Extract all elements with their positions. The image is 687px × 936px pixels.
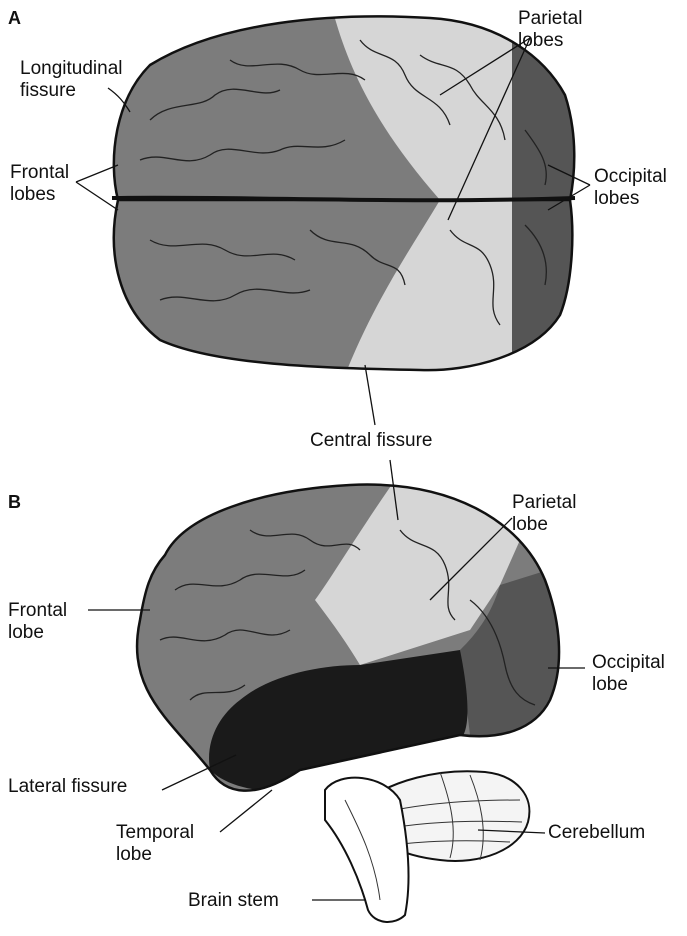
label-parietal-lobe: Parietal lobe bbox=[512, 492, 576, 536]
panel-a-letter: A bbox=[8, 8, 21, 29]
top-view-upper-hemisphere bbox=[100, 0, 582, 205]
label-temporal-lobe: Temporal lobe bbox=[116, 822, 194, 866]
label-brain-stem: Brain stem bbox=[188, 890, 279, 912]
leader-temporal-lobe bbox=[220, 790, 272, 832]
leader-central-fissure-top bbox=[365, 365, 375, 425]
leader-frontal-lobes-lower bbox=[76, 182, 118, 210]
label-lateral-fissure: Lateral fissure bbox=[8, 776, 127, 798]
label-central-fissure: Central fissure bbox=[310, 430, 433, 452]
label-frontal-lobe: Frontal lobe bbox=[8, 600, 67, 644]
panel-b-letter: B bbox=[8, 492, 21, 513]
label-frontal-lobes: Frontal lobes bbox=[10, 162, 69, 206]
label-occipital-lobe: Occipital lobe bbox=[592, 652, 665, 696]
leader-frontal-lobes-upper bbox=[76, 165, 118, 182]
label-cerebellum: Cerebellum bbox=[548, 822, 645, 844]
label-occipital-lobes: Occipital lobes bbox=[594, 166, 667, 210]
label-longitudinal-fissure: Longitudinal fissure bbox=[20, 58, 122, 102]
label-parietal-lobes: Parietal lobes bbox=[518, 8, 582, 52]
top-view-lower-hemisphere bbox=[100, 198, 582, 378]
side-view-cerebrum bbox=[120, 470, 580, 810]
